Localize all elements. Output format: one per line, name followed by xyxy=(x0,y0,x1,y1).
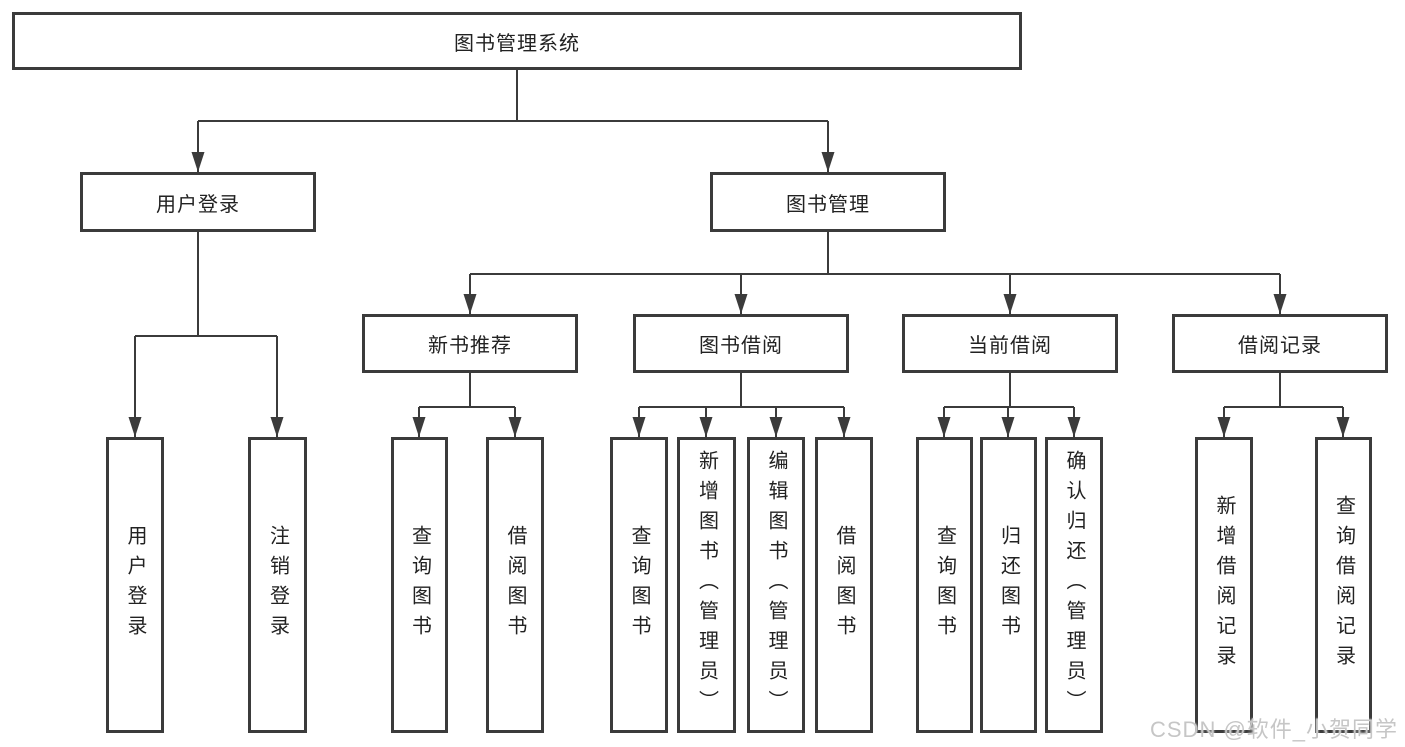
leaf-user-login: 用户登录 xyxy=(106,437,164,733)
leaf-bb-query-books: 查询图书 xyxy=(610,437,668,733)
leaf-bb-edit-books-admin-label: 编辑图书（管理员） xyxy=(765,450,787,720)
leaf-bb-add-books-admin-label: 新增图书（管理员） xyxy=(695,450,718,720)
node-book-borrowing-label: 图书借阅 xyxy=(699,335,783,357)
leaf-logout-label: 注销登录 xyxy=(266,525,289,645)
node-borrow-records: 借阅记录 xyxy=(1172,314,1388,373)
node-new-book-recommend-label: 新书推荐 xyxy=(428,335,512,357)
leaf-bb-add-books-admin: 新增图书（管理员） xyxy=(677,437,736,733)
leaf-cb-query-books-label: 查询图书 xyxy=(933,525,956,645)
leaf-cb-query-books: 查询图书 xyxy=(916,437,973,733)
csdn-watermark: CSDN @软件_小贺同学 xyxy=(1150,717,1399,742)
node-borrow-records-label: 借阅记录 xyxy=(1238,335,1322,357)
leaf-cb-confirm-return-admin-label: 确认归还（管理员） xyxy=(1063,450,1085,720)
node-current-borrowing-label: 当前借阅 xyxy=(968,335,1052,357)
leaf-cb-return-books-label: 归还图书 xyxy=(997,525,1020,645)
node-user-login: 用户登录 xyxy=(80,172,316,232)
leaf-cb-confirm-return-admin: 确认归还（管理员） xyxy=(1045,437,1103,733)
leaf-br-add-record-label: 新增借阅记录 xyxy=(1213,495,1235,675)
leaf-br-add-record: 新增借阅记录 xyxy=(1195,437,1253,733)
leaf-user-login-label: 用户登录 xyxy=(124,525,146,645)
leaf-rec-query-books-label: 查询图书 xyxy=(408,525,431,645)
leaf-rec-borrow-books-label: 借阅图书 xyxy=(504,525,526,645)
node-new-book-recommend: 新书推荐 xyxy=(362,314,578,373)
node-root-library-system: 图书管理系统 xyxy=(12,12,1022,70)
leaf-bb-query-books-label: 查询图书 xyxy=(628,525,650,645)
node-current-borrowing: 当前借阅 xyxy=(902,314,1118,373)
leaf-br-query-record: 查询借阅记录 xyxy=(1315,437,1372,733)
node-book-borrowing: 图书借阅 xyxy=(633,314,849,373)
leaf-bb-edit-books-admin: 编辑图书（管理员） xyxy=(747,437,805,733)
leaf-cb-return-books: 归还图书 xyxy=(980,437,1037,733)
node-root-label: 图书管理系统 xyxy=(454,32,580,55)
leaf-bb-borrow-books: 借阅图书 xyxy=(815,437,873,733)
leaf-br-query-record-label: 查询借阅记录 xyxy=(1332,495,1355,675)
node-user-login-label: 用户登录 xyxy=(156,193,240,216)
leaf-rec-borrow-books: 借阅图书 xyxy=(486,437,544,733)
node-book-management-label: 图书管理 xyxy=(786,193,870,216)
leaf-bb-borrow-books-label: 借阅图书 xyxy=(833,525,855,645)
node-book-management: 图书管理 xyxy=(710,172,946,232)
leaf-logout: 注销登录 xyxy=(248,437,307,733)
leaf-rec-query-books: 查询图书 xyxy=(391,437,448,733)
